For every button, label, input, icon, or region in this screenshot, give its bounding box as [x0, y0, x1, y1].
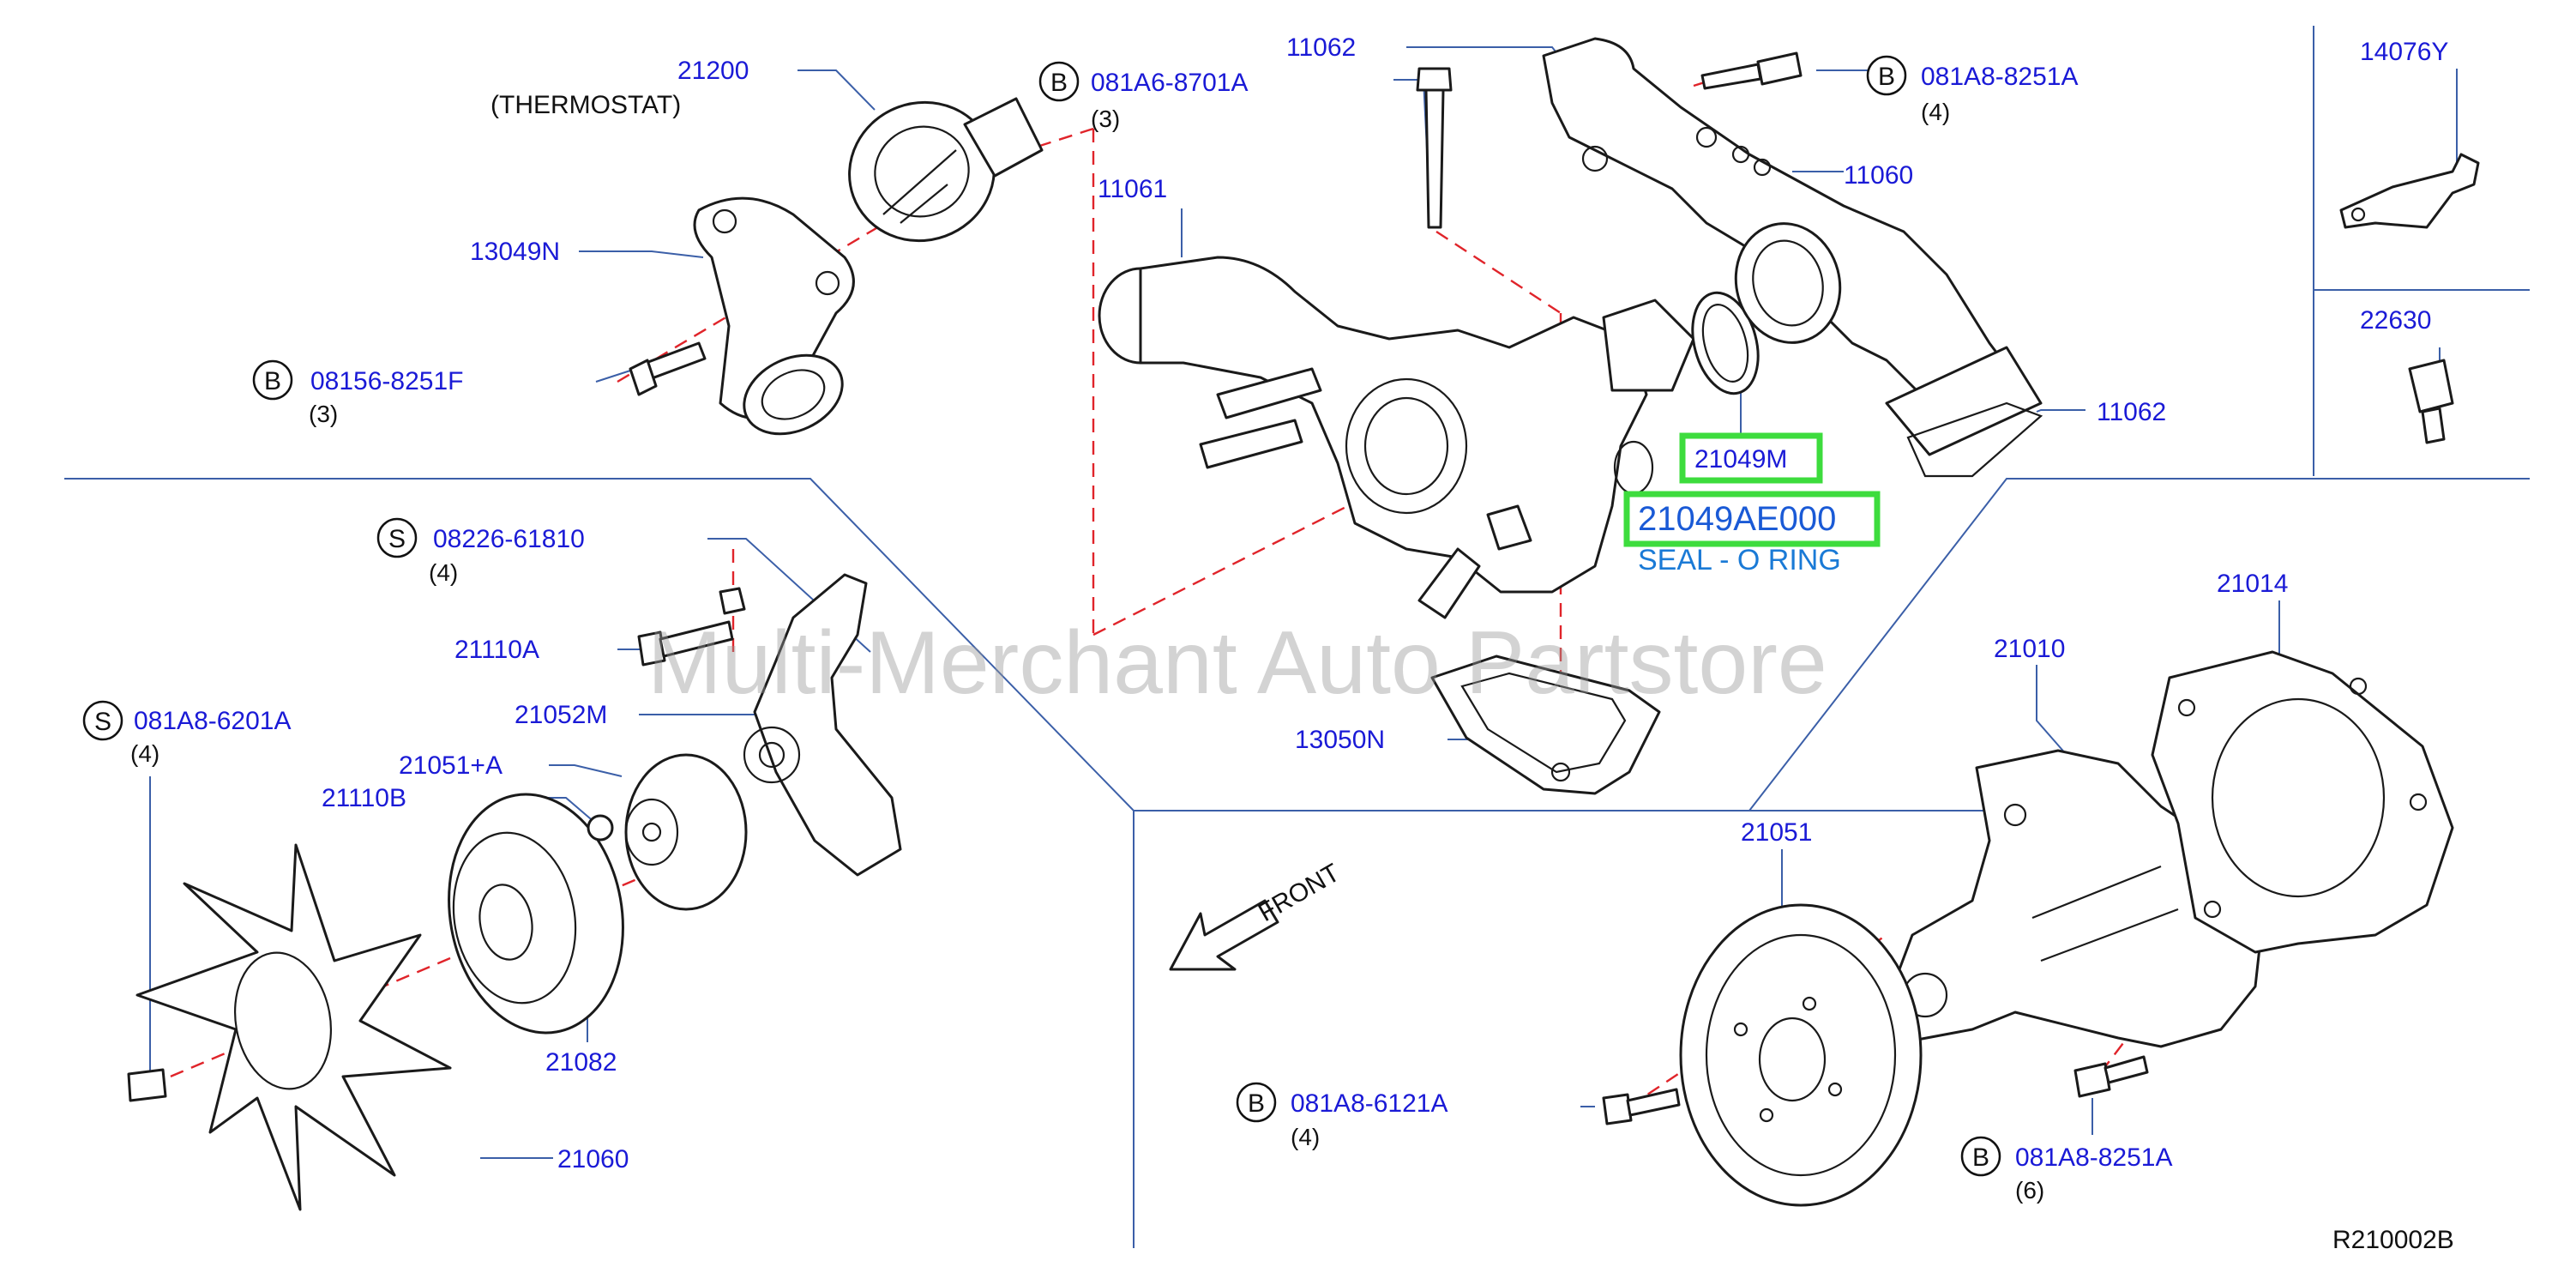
- label-21200: 21200: [677, 57, 749, 85]
- label-21051a: 21051+A: [399, 751, 503, 780]
- water-inlet-drawing: [693, 196, 855, 436]
- qty-081a8-8251a-bottom: (6): [2015, 1177, 2044, 1204]
- diagram-code: R210002B: [2332, 1226, 2454, 1254]
- label-21110b: 21110B: [322, 784, 406, 812]
- section-separators: [64, 26, 2530, 1248]
- watermark: Multi-Merchant Auto Partstore: [647, 613, 1827, 713]
- label-21049ae000: 21049AE000: [1638, 500, 1836, 538]
- bracket-14076y-drawing: [2339, 153, 2480, 229]
- label-21010: 21010: [1994, 635, 2065, 663]
- label-11061: 11061: [1098, 175, 1167, 203]
- pulley-bolt-drawing: [1602, 1088, 1681, 1125]
- nut-21110b-drawing: [587, 814, 614, 842]
- svg-text:B: B: [264, 367, 281, 395]
- marker-b-081a8-6121a: B: [1236, 1082, 1277, 1123]
- qty-081a8-6201a: (4): [130, 740, 159, 767]
- label-21014: 21014: [2217, 570, 2288, 598]
- sensor-22630-drawing: [2408, 359, 2454, 444]
- marker-b-081a8-top: B: [1866, 55, 1907, 96]
- fan-21060-drawing: [135, 843, 452, 1211]
- bolt-08156-drawing: [629, 341, 707, 396]
- label-11060: 11060: [1844, 161, 1913, 190]
- label-081a8-8251a-top: 081A8-8251A: [1921, 63, 2079, 91]
- label-21052m: 21052M: [515, 701, 607, 729]
- long-bolt-drawing: [1416, 67, 1453, 229]
- marker-b-081a8-8251a-bottom: B: [1960, 1136, 2001, 1177]
- svg-text:S: S: [94, 708, 111, 736]
- label-13050n: 13050N: [1295, 726, 1385, 754]
- pump-pulley-drawing: [1679, 903, 1923, 1207]
- thermostat-drawing: [848, 97, 1044, 243]
- svg-text:B: B: [1878, 63, 1895, 91]
- qty-081a6-8701a: (3): [1091, 106, 1120, 132]
- qty-08226-61810: (4): [429, 559, 458, 586]
- label-21051: 21051: [1741, 818, 1812, 847]
- marker-s-08226: S: [376, 517, 418, 558]
- label-21060: 21060: [557, 1145, 629, 1173]
- gasket-11062-right-drawing: [1906, 401, 2043, 478]
- label-21049m: 21049M: [1694, 445, 1787, 474]
- fan-bolt-drawing: [127, 1068, 167, 1102]
- pump-bolt-drawing: [2073, 1055, 2149, 1098]
- label-22630: 22630: [2360, 306, 2431, 335]
- label-08226-61810: 08226-61810: [433, 525, 585, 553]
- qty-081a8-8251a-top: (4): [1921, 99, 1950, 125]
- svg-text:S: S: [388, 525, 406, 553]
- label-21110a: 21110A: [454, 636, 539, 664]
- bolt-21110a-drawing: [637, 620, 734, 667]
- label-21082: 21082: [545, 1048, 617, 1077]
- svg-text:B: B: [1972, 1143, 1989, 1172]
- label-14076y: 14076Y: [2360, 38, 2448, 66]
- label-front: FRONT: [1254, 859, 1345, 927]
- marker-b-08156: B: [252, 359, 293, 401]
- label-seal-o-ring: SEAL - O RING: [1638, 544, 1841, 576]
- water-outlet-housing-drawing: [1098, 256, 1695, 619]
- idler-pulley-21051a-drawing: [624, 753, 748, 911]
- part-labels: 21200 (THERMOSTAT) 13049N 081A6-8701A (3…: [130, 33, 2454, 1254]
- label-11062-top: 11062: [1286, 33, 1356, 62]
- marker-b-081a6: B: [1038, 61, 1080, 102]
- water-pipe-drawing: [1542, 37, 2043, 456]
- bolt-081a8-top-drawing: [1700, 51, 1803, 90]
- svg-text:B: B: [1050, 69, 1068, 97]
- idler-bracket-drawing: [743, 573, 902, 877]
- front-arrow: [1169, 899, 1279, 971]
- pump-gasket-drawing: [2151, 650, 2454, 954]
- label-081a8-6121a: 081A8-6121A: [1291, 1089, 1448, 1118]
- qty-08156-8251f: (3): [309, 401, 338, 427]
- fan-coupling-drawing: [448, 793, 624, 1035]
- label-thermostat: (THERMOSTAT): [491, 91, 681, 119]
- gasket-13050n-drawing: [1430, 655, 1661, 795]
- o-ring-drawing: [1691, 291, 1760, 395]
- label-13049n: 13049N: [470, 238, 560, 266]
- label-11062-right: 11062: [2097, 398, 2166, 426]
- qty-081a8-6121a: (4): [1291, 1124, 1320, 1150]
- label-081a8-6201a: 081A8-6201A: [134, 707, 292, 735]
- stud-08226-drawing: [719, 587, 746, 615]
- highlight-box-21049ae000: [1623, 491, 1881, 547]
- marker-s-081a8-6201a: S: [82, 700, 123, 741]
- highlight-box-21049m: [1679, 432, 1823, 484]
- label-08156-8251f: 08156-8251F: [310, 367, 463, 395]
- label-081a8-8251a-bottom: 081A8-8251A: [2015, 1143, 2173, 1172]
- svg-text:B: B: [1248, 1089, 1265, 1118]
- label-081a6-8701a: 081A6-8701A: [1091, 69, 1249, 97]
